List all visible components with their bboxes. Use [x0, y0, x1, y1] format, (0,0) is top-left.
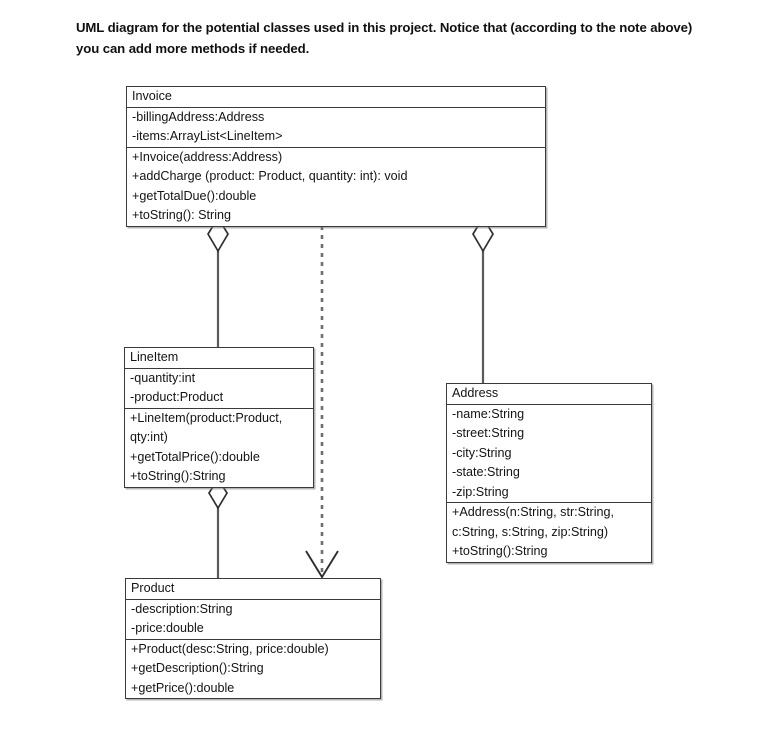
attribute-row: -city:String	[452, 445, 512, 460]
uml-class-address[interactable]: Address -name:String -street:String -cit…	[446, 383, 652, 563]
attribute-row: -zip:String	[452, 484, 509, 499]
uml-class-product[interactable]: Product -description:String -price:doubl…	[125, 578, 381, 699]
method-row: +getPrice():double	[131, 680, 235, 695]
method-row: +Address(n:String, str:String, c:String,…	[452, 505, 615, 539]
class-name-section-product: Product	[126, 579, 380, 599]
relationship-invoice-lineitem	[207, 216, 229, 347]
open-arrow-icon-invoice-product	[305, 550, 339, 579]
relationship-invoice-address	[472, 216, 494, 383]
attributes-section-invoice: -billingAddress:Address -items:ArrayList…	[127, 106, 545, 147]
method-row: +getTotalDue():double	[132, 188, 257, 203]
methods-section-address: +Address(n:String, str:String, c:String,…	[447, 502, 651, 562]
class-name-invoice: Invoice	[132, 89, 172, 103]
method-row: +addCharge (product: Product, quantity: …	[132, 169, 408, 183]
class-name-lineitem: LineItem	[130, 350, 179, 364]
method-row: +getDescription():String	[131, 661, 264, 675]
methods-section-lineitem: +LineItem(product:Product, qty:int) +get…	[125, 407, 313, 487]
method-row: +toString():String	[130, 469, 226, 483]
attributes-section-lineitem: -quantity:int -product:Product	[125, 367, 313, 408]
class-name-address: Address	[452, 386, 499, 400]
class-name-product: Product	[131, 581, 175, 595]
method-row: +toString():String	[452, 544, 548, 558]
attributes-section-product: -description:String -price:double	[126, 598, 380, 639]
method-row: +Product(desc:String, price:double)	[131, 641, 329, 656]
page-caption: UML diagram for the potential classes us…	[76, 20, 693, 56]
attribute-row: -state:String	[452, 465, 520, 479]
method-row: +LineItem(product:Product, qty:int)	[130, 410, 283, 445]
attributes-section-address: -name:String -street:String -city:String…	[447, 403, 651, 503]
class-name-section-lineitem: LineItem	[125, 348, 313, 368]
class-name-section-invoice: Invoice	[127, 87, 545, 107]
attribute-row: -product:Product	[130, 390, 224, 404]
method-row: +getTotalPrice():double	[130, 449, 260, 464]
uml-class-lineitem[interactable]: LineItem -quantity:int -product:Product …	[124, 347, 314, 488]
class-name-section-address: Address	[447, 384, 651, 404]
methods-section-invoice: +Invoice(address:Address) +addCharge (pr…	[127, 146, 545, 226]
uml-class-invoice[interactable]: Invoice -billingAddress:Address -items:A…	[126, 86, 546, 227]
attribute-row: -description:String	[131, 601, 233, 616]
method-row: +Invoice(address:Address)	[132, 149, 283, 164]
method-row: +toString(): String	[132, 208, 232, 222]
attribute-row: -items:ArrayList<LineItem>	[132, 129, 283, 143]
attribute-row: -name:String	[452, 406, 525, 421]
attribute-row: -price:double	[131, 621, 204, 635]
attribute-row: -quantity:int	[130, 370, 196, 385]
attribute-row: -street:String	[452, 426, 525, 440]
relationship-lineitem-product	[207, 477, 229, 578]
methods-section-product: +Product(desc:String, price:double) +get…	[126, 638, 380, 699]
attribute-row: -billingAddress:Address	[132, 109, 265, 124]
